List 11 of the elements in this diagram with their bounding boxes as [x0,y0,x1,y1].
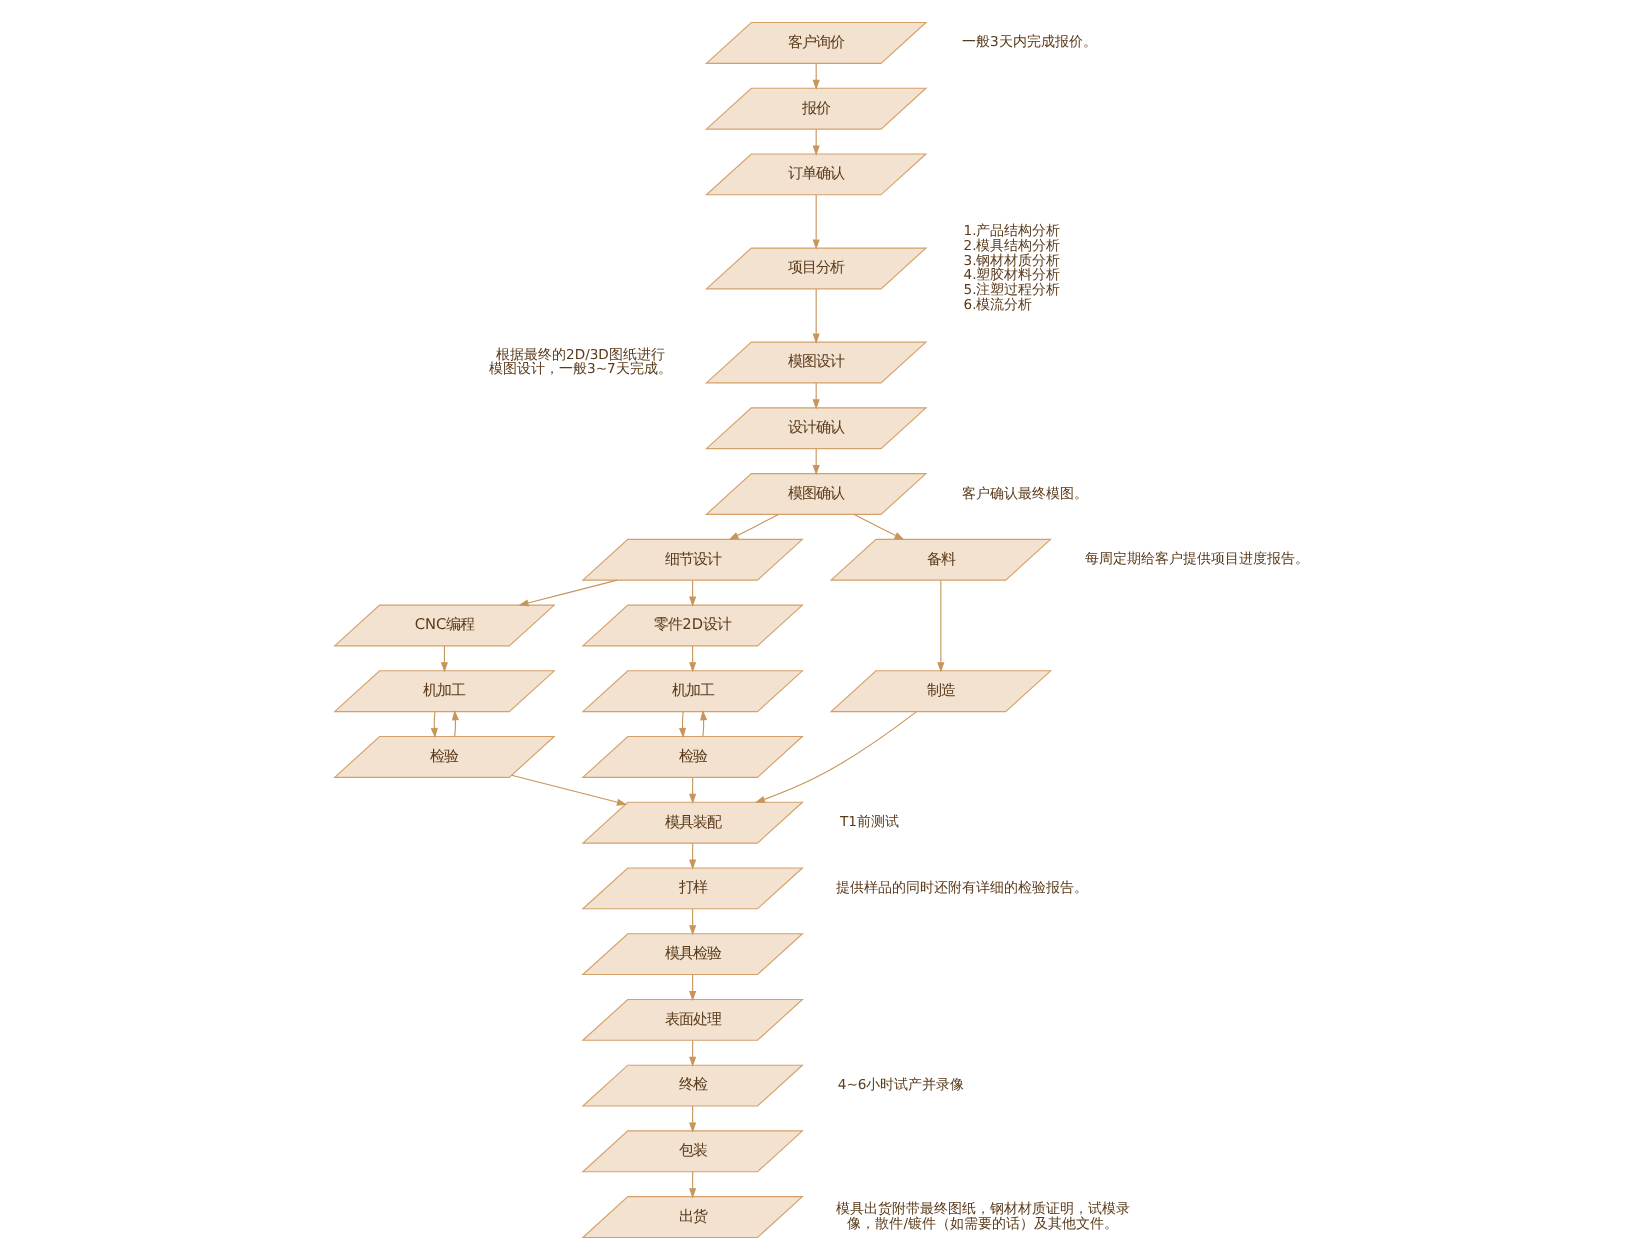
arrow [700,709,708,737]
arrow [728,512,779,540]
arrow [518,578,618,606]
arrow [451,709,459,737]
arrow [937,578,945,672]
arrow [812,287,820,343]
arrow [853,512,905,540]
arrow [812,193,820,249]
arrow [754,710,917,802]
arrow [678,710,687,738]
arrow [511,773,628,805]
